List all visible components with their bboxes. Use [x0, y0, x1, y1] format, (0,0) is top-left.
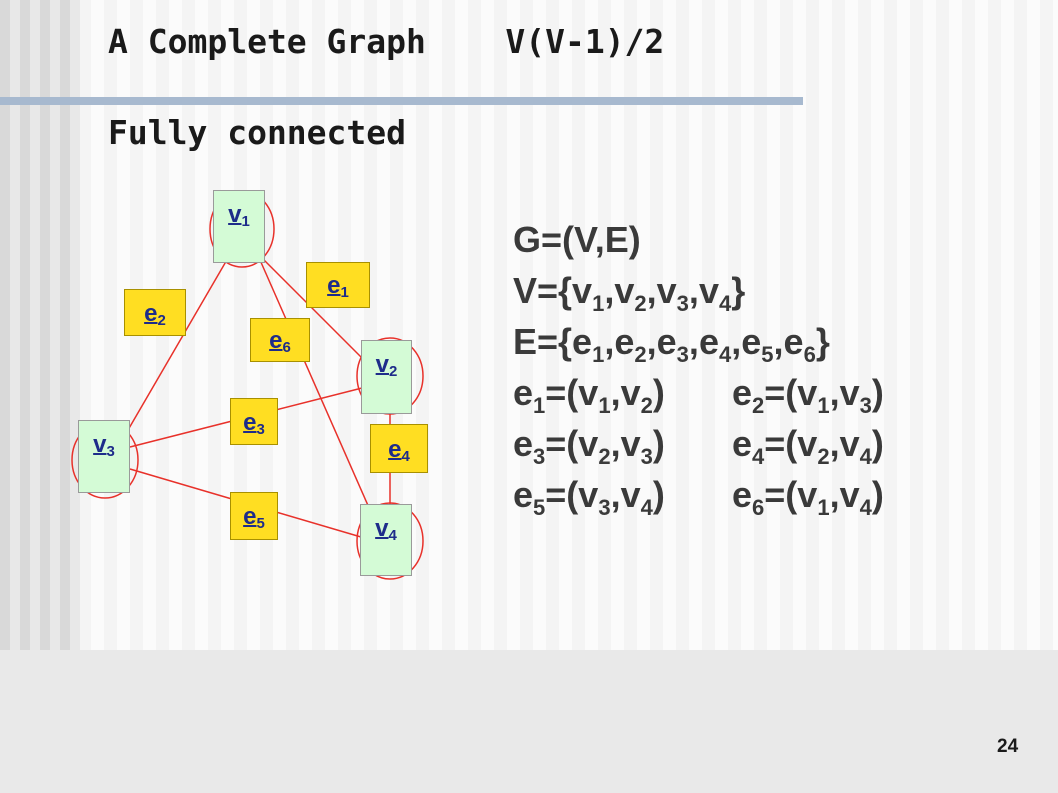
background-footer-band — [0, 650, 1058, 793]
title-underline-bar — [0, 97, 803, 105]
definition-graph: G=(V,E) — [513, 219, 641, 260]
edge-label-e5: e5 — [230, 492, 278, 540]
edge-label-e1: e1 — [306, 262, 370, 308]
background-stripes-left — [0, 0, 80, 650]
definition-vertex-set: V={v1,v2,v3,v4} — [513, 270, 746, 317]
edge-label-e4: e4 — [370, 424, 428, 473]
definition-edge-pair-row: e5=(v3,v4) e6=(v1,v4) — [513, 469, 884, 521]
definition-edge-pairs: e1=(v1,v2) e2=(v1,v3) e3=(v2,v3) e4=(v2,v4)… — [513, 367, 884, 521]
vertex-circle-v4 — [356, 502, 424, 580]
page-number: 24 — [997, 736, 1019, 757]
edge-label-e3: e3 — [230, 398, 278, 445]
graph-definitions: G=(V,E) V={v1,v2,v3,v4} E={e1,e2,e3,e4,e… — [513, 214, 884, 521]
edge-label-e6: e6 — [250, 318, 310, 362]
vertex-v2: v2 — [361, 340, 412, 414]
edge-line-e2 — [127, 257, 229, 431]
vertex-v4: v4 — [360, 504, 412, 576]
definition-edge-set: E={e1,e2,e3,e4,e5,e6} — [513, 321, 830, 368]
definition-edge-pair-row: e3=(v2,v3) e4=(v2,v4) — [513, 418, 884, 470]
slide-title: A Complete Graph V(V-1)/2 — [108, 22, 665, 61]
edge-line-e6 — [259, 259, 371, 511]
definition-e4: e4=(v2,v4) — [732, 423, 884, 470]
definition-e3: e3=(v2,v3) — [513, 423, 665, 470]
vertex-circle-v2 — [356, 337, 424, 415]
definition-e2: e2=(v1,v3) — [732, 372, 884, 419]
definition-e5: e5=(v3,v4) — [513, 474, 665, 521]
vertex-v1: v1 — [213, 190, 265, 263]
definition-edge-pair-row: e1=(v1,v2) e2=(v1,v3) — [513, 367, 884, 419]
vertex-v3: v3 — [78, 420, 130, 493]
slide-subtitle: Fully connected — [108, 113, 407, 152]
definition-e1: e1=(v1,v2) — [513, 372, 665, 419]
definition-e6: e6=(v1,v4) — [732, 474, 884, 521]
edge-label-e2: e2 — [124, 289, 186, 336]
